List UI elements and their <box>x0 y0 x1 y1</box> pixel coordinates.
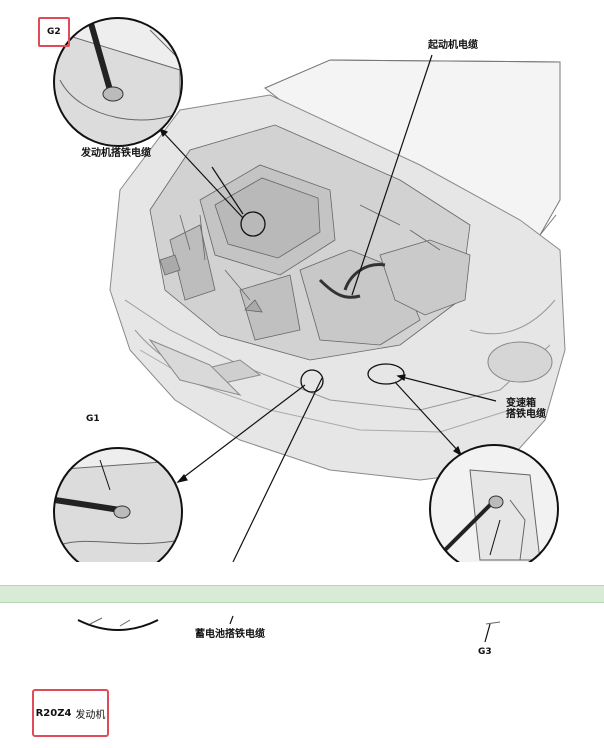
battery-ground-marker <box>300 369 324 393</box>
engine-ground-marker <box>240 211 266 237</box>
g3-label: G3 <box>478 647 492 657</box>
engine-compartment <box>149 124 471 361</box>
engine-code: R20Z4 <box>35 707 72 719</box>
detail-circle-g3 <box>429 444 559 562</box>
figure-continuation <box>77 615 501 643</box>
engine-name: 发动机 <box>75 709 106 721</box>
transmission-ground-marker <box>367 363 405 385</box>
section-divider-band <box>0 585 604 603</box>
detail-circle-g1 <box>53 447 183 562</box>
starter-cable-label: 起动机电缆 <box>428 40 478 51</box>
engine-code-box: R20Z4 发动机 <box>32 689 109 737</box>
detail-circle-g2 <box>53 17 183 147</box>
leader-lines <box>158 54 497 562</box>
battery-ground-cable-label: 蓄电池搭铁电缆 <box>195 629 265 640</box>
g1-label: G1 <box>86 414 100 424</box>
g2-label: G2 <box>47 27 61 37</box>
engine-ground-cable-label: 发动机搭铁电缆 <box>81 148 151 159</box>
engine-bay-diagram <box>53 17 566 562</box>
g2-highlight-box <box>38 17 70 47</box>
transmission-ground-label-line1: 变速箱 <box>506 398 536 409</box>
transmission-ground-label-line2: 搭铁电缆 <box>506 409 546 420</box>
